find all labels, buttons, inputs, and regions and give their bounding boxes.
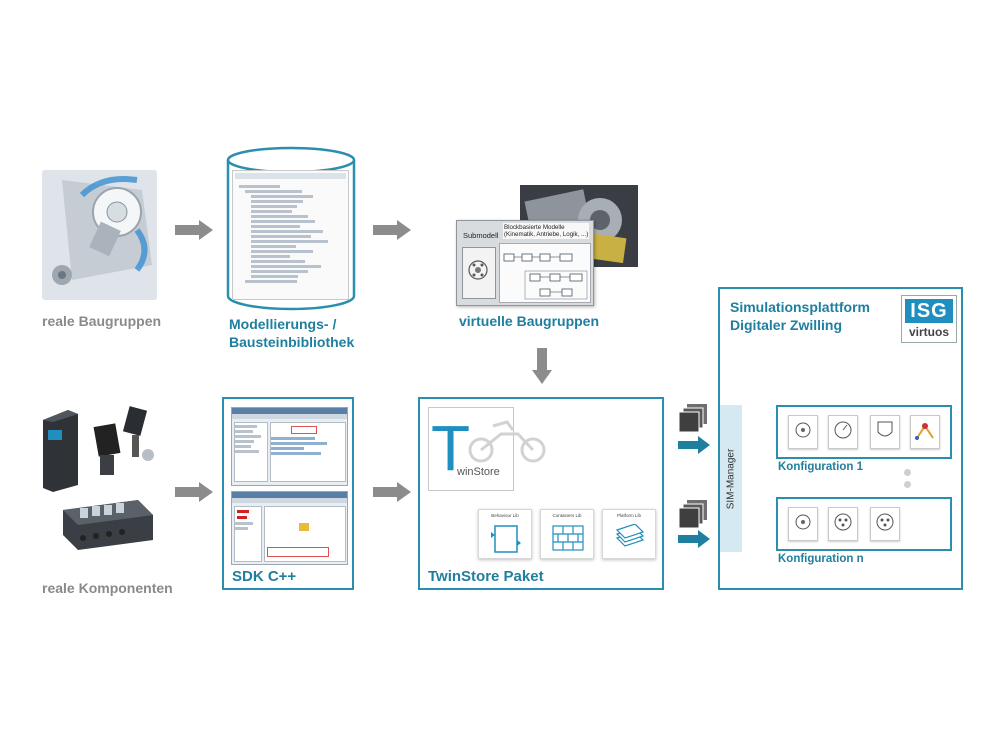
sim-manager-bar: SIM-Manager (720, 405, 742, 552)
config-n-item-1 (788, 507, 818, 541)
twinstore-name: winStore (457, 466, 500, 478)
label-real-assemblies: reale Baugruppen (42, 313, 162, 329)
connector-icon (834, 513, 852, 531)
submodel-block-preview (462, 247, 496, 299)
twinstore-box: T winStore Behaviour Lib Containers Lib … (418, 397, 664, 590)
real-assembly-photo (42, 170, 157, 300)
arrow-down (532, 348, 552, 384)
behaviour-lib-icon (491, 525, 521, 553)
label-modeling-line2: Bausteinbibliothek (229, 334, 355, 350)
label-config-1: Konfiguration 1 (778, 461, 863, 473)
platform-lib-icon (615, 524, 645, 547)
lib-tile-behaviour-title: Behaviour Lib (491, 513, 519, 518)
label-modeling-line1: Modellierungs- / (229, 316, 337, 332)
sdk-screenshot-1 (231, 407, 348, 486)
real-components-photo (38, 400, 163, 560)
arrow-right-1 (175, 220, 213, 240)
twinstore-logo: T winStore (428, 407, 546, 491)
lib-tile-platform-title: Platform Lib (616, 513, 641, 518)
arrow-right-4 (373, 482, 411, 502)
block-models-line1: Blockbasierte Modelle (504, 224, 565, 231)
config-1-item-1 (788, 415, 818, 449)
label-platform-line1: Simulationsplattform (730, 299, 871, 315)
arrow-blue-2 (678, 530, 710, 548)
label-platform: Simulationsplattform Digitaler Zwilling (730, 298, 870, 334)
package-stack-2 (678, 500, 707, 528)
connector-icon (876, 513, 894, 531)
block-models-diagram (499, 243, 591, 303)
label-modeling-library: Modellierungs- / Bausteinbibliothek (229, 315, 354, 351)
config-1-box (776, 405, 952, 459)
label-real-components: reale Komponenten (42, 580, 173, 596)
sim-manager-label: SIM-Manager (725, 448, 737, 509)
arrow-blue-1 (678, 436, 710, 454)
virtuos-text: virtuos (908, 325, 949, 339)
label-twinstore-package: TwinStore Paket (428, 568, 544, 585)
sdk-box: SDK C++ (222, 397, 354, 590)
arrow-right-2 (373, 220, 411, 240)
lib-tile-platform: Platform Lib (602, 509, 656, 559)
config-1-item-2 (828, 415, 858, 449)
block-models-heading: Blockbasierte Modelle (Kinematik, Antrie… (503, 223, 590, 239)
joint-icon (795, 514, 811, 530)
sdk-screenshot-2 (231, 491, 348, 565)
submodel-panel: Submodell Blockbasierte Modelle (Kinemat… (456, 220, 594, 306)
label-sdk: SDK C++ (232, 568, 297, 585)
lib-tile-behaviour: Behaviour Lib (478, 509, 532, 559)
lib-tile-containers-title: Containers Lib (552, 513, 582, 518)
block-models-line2: (Kinematik, Antriebe, Logik, ...) (504, 231, 589, 238)
robot-arm-icon (915, 423, 934, 440)
gauge-icon (834, 421, 852, 439)
config-1-item-4 (910, 415, 940, 449)
package-stack-1 (678, 404, 707, 432)
lib-tile-containers: Containers Lib (540, 509, 594, 559)
containers-lib-icon (552, 525, 584, 551)
config-n-item-2 (828, 507, 858, 541)
label-platform-line2: Digitaler Zwilling (730, 317, 843, 333)
isg-logo-letters: ISG (905, 299, 953, 323)
simulation-platform-box: Simulationsplattform Digitaler Zwilling … (718, 287, 963, 590)
label-config-n: Konfiguration n (778, 553, 864, 565)
arrow-right-3 (175, 482, 213, 502)
config-1-item-3 (870, 415, 900, 449)
config-n-box (776, 497, 952, 551)
label-virtual-assemblies: virtuelle Baugruppen (459, 313, 600, 329)
config-n-item-3 (870, 507, 900, 541)
library-tree-screenshot (232, 170, 349, 300)
motorbike-icon (468, 420, 546, 463)
joint-icon (795, 422, 811, 438)
shield-icon (877, 421, 893, 437)
isg-virtuos-logo: ISG virtuos (901, 295, 957, 343)
twinstore-letter: T (431, 412, 471, 484)
more-configs-dots (904, 469, 911, 488)
submodel-title: Submodell (463, 231, 499, 240)
